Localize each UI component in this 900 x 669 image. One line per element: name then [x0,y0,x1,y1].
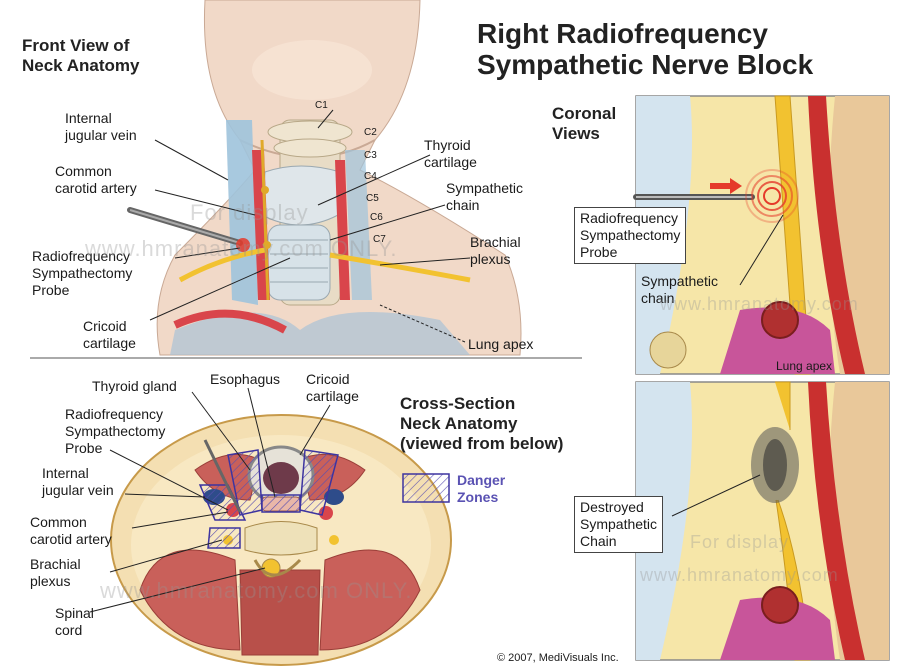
cross-section-heading: Cross-Section Neck Anatomy (viewed from … [400,394,564,453]
main-title: Right Radiofrequency Sympathetic Nerve B… [477,18,814,80]
coronal-artery [808,96,865,374]
vertebra-c2 [273,138,347,158]
posterior-muscle-right [139,549,241,651]
cross-leaders [89,387,331,613]
label-rf-probe-coronal: Radiofrequency Sympathectomy Probe [574,207,687,264]
sympathetic-chain-front [260,139,270,301]
watermark-1: For display [190,200,309,225]
copyright: © 2007, MediVisuals Inc. [497,652,619,664]
label-destroyed-chain: Destroyed Sympathetic Chain [574,496,664,553]
label-brachial-plexus-cross: Brachial plexus [30,556,81,589]
label-cricoid-cross: Cricoid cartilage [306,371,359,404]
danger-zones-legend-label: Danger Zones [457,472,506,505]
vertebra-label-c5: C5 [366,193,379,204]
coronal-bone [649,331,687,369]
brachial-plexus-left [329,252,471,283]
vertebra-label-c4: C4 [364,171,377,182]
rf-probe-cross [203,439,242,513]
front-view-heading: Front View of Neck Anatomy [22,36,140,75]
watermark-5: For display [690,532,790,552]
airway-lumen [263,462,299,494]
danger-zone-vessels [198,484,247,521]
label-common-carotid-cross: Common carotid artery [30,514,112,547]
posterior-muscle-left [319,549,421,651]
danger-zone-left [299,449,339,516]
label-internal-jugular-cross: Internal jugular vein [42,465,114,498]
watermark-2: www.hmranatomy.com ONLY. [85,236,398,261]
label-lung-apex-front: Lung apex [468,336,534,352]
label-common-carotid-front: Common carotid artery [55,163,137,196]
brachial-cross-left [329,535,339,545]
vertebra-label-c3: C3 [364,150,377,161]
vertebra-label-c2: C2 [364,127,377,138]
label-lung-apex-coronal: Lung apex [776,359,833,373]
front-view-illustration [127,0,522,356]
lung-apex [170,312,470,355]
label-thyroid-gland: Thyroid gland [92,378,177,394]
subclavian-artery [173,309,287,334]
label-brachial-plexus-front: Brachial plexus [470,234,521,267]
coronal-view-bottom [635,381,890,661]
front-leaders [149,109,471,343]
label-esophagus: Esophagus [210,371,281,387]
vertebra-label-c6: C6 [370,212,383,223]
posterior-muscle-center [239,569,321,656]
coronal-lung-apex [720,307,835,374]
danger-zone-esophagus [261,494,301,513]
common-carotid-left [335,160,350,300]
label-rf-probe-cross: Radiofrequency Sympathectomy Probe [65,406,166,456]
watermark-4: www.hmranatomy.com [660,294,859,314]
watermark-3: www.hmranatomy.com ONLY. [100,578,413,603]
label-cricoid-front: Cricoid cartilage [83,318,136,351]
coronal-vessel-round [761,301,799,339]
ij-vein-cross-left [324,489,344,505]
label-rf-probe-front: Radiofrequency Sympathectomy Probe [32,248,133,298]
label-thyroid-cartilage: Thyroid cartilage [424,137,477,170]
vertebral-body-cross [244,521,318,556]
label-internal-jugular-front: Internal jugular vein [65,110,137,143]
brachial-plexus-right [178,247,266,283]
label-sympathetic-chain-coronal: Sympathetic chain [641,273,719,306]
danger-zone-legend-swatch [402,473,450,503]
cross-section-illustration [89,387,452,666]
label-sympathetic-chain-front: Sympathetic chain [446,180,524,213]
chin [252,40,372,100]
label-spinal-cord: Spinal cord [55,605,94,638]
probe-direction-arrow [710,178,742,194]
watermark-6: www.hmranatomy.com [640,565,839,585]
vertebra-label-c1: C1 [315,100,328,111]
vertebra-label-c7: C7 [373,234,386,245]
coronal-heading: Coronal Views [552,104,617,143]
danger-zone-plexus [207,527,241,549]
